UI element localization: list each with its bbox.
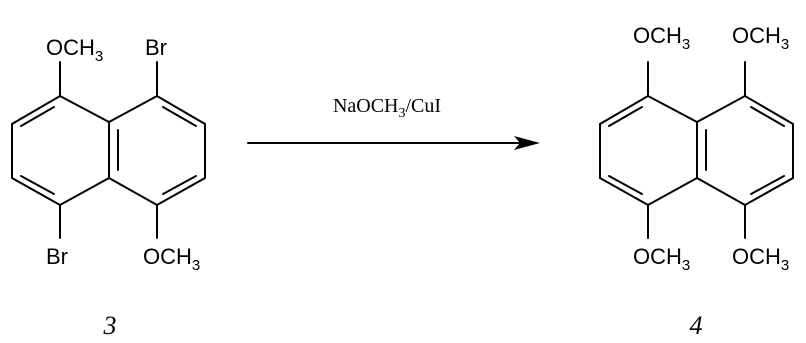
left-ring-double-1 [20, 106, 55, 127]
compound-number-4: 4 [690, 311, 703, 340]
methoxy-label-top: OCH3 [46, 35, 103, 65]
reactant-structure: OCH3 Br Br OCH3 3 [11, 35, 206, 340]
product-left-ring [599, 94, 698, 207]
bromo-label-top: Br [145, 35, 167, 60]
right-ring [108, 94, 206, 207]
bromo-label-bottom: Br [46, 244, 68, 269]
reaction-conditions: NaOCH3/CuI [333, 95, 441, 121]
compound-number-3: 3 [103, 311, 117, 340]
product-right-double-1 [750, 106, 785, 127]
right-ring-double-2 [162, 175, 197, 195]
product-methoxy-label-5: OCH3 [732, 244, 789, 274]
product-right-double-2 [750, 175, 785, 195]
reaction-arrow-head [514, 136, 540, 150]
reaction-arrow-group: NaOCH3/CuI [247, 95, 540, 150]
product-left-double-2 [608, 175, 643, 195]
methoxy-label-bottom: OCH3 [143, 244, 200, 274]
product-methoxy-label-1: OCH3 [633, 23, 690, 53]
product-methoxy-label-4: OCH3 [633, 244, 690, 274]
left-ring-double-2 [20, 175, 55, 195]
right-ring-double-1 [162, 106, 197, 127]
product-left-double-1 [608, 106, 643, 127]
product-methoxy-label-8: OCH3 [732, 23, 789, 53]
product-right-ring [696, 94, 794, 207]
left-ring [11, 94, 110, 207]
product-structure: OCH3 OCH3 OCH3 OCH3 4 [599, 23, 794, 340]
